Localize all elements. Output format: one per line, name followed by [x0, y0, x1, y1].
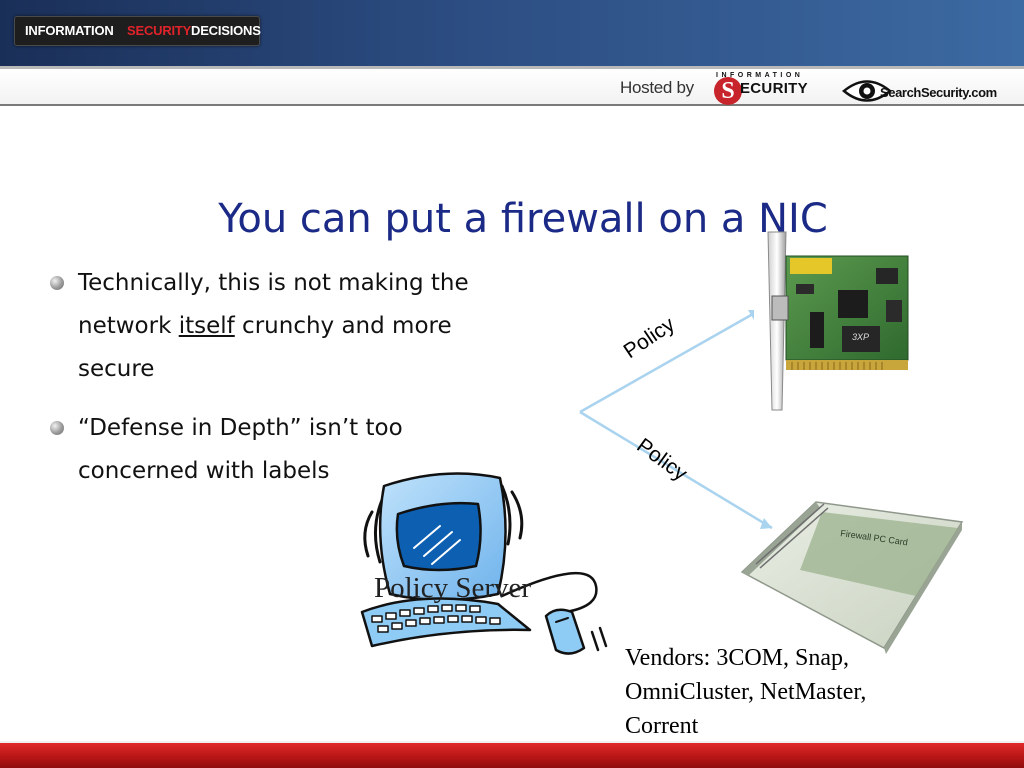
bullet-text: “Defense in Depth” isn’t too concerned w… [78, 415, 403, 484]
bullet-dot-icon [50, 421, 64, 435]
policy-label-pccard: Policy [632, 434, 692, 486]
emphasis-itself: itself [178, 313, 235, 339]
infosec-logo-word: ECURITY [740, 80, 808, 97]
header-band: INFORMATION SECURITY DECISIONS [0, 0, 1024, 66]
searchsecurity-wordmark: SearchSecurity.com [880, 85, 997, 100]
sponsor-bar: Hosted by INFORMATION S ECURITY SearchSe… [0, 66, 1024, 106]
bullet-dot-icon [50, 276, 64, 290]
slide-title: You can put a firewall on a NIC [218, 196, 828, 242]
bullet-item: “Defense in Depth” isn’t too concerned w… [46, 407, 526, 493]
eye-icon [842, 80, 892, 102]
infosec-logo-s-mark: S [714, 77, 742, 105]
pc-card-image: Firewall PC Card [740, 501, 964, 654]
arrowhead-icon [760, 518, 772, 529]
logo-word-security: SECURITY [127, 23, 192, 38]
footer-band [0, 741, 1024, 768]
logo-word-decisions: DECISIONS [191, 23, 261, 38]
bullet-text: Technically, this is not making the netw… [78, 270, 469, 382]
pc-card-label: Firewall PC Card [840, 528, 909, 547]
information-security-decisions-logo: INFORMATION SECURITY DECISIONS [14, 16, 261, 46]
policy-server-label: Policy Server [374, 572, 532, 604]
bullet-list: Technically, this is not making the netw… [46, 262, 526, 509]
hosted-by-label: Hosted by [620, 78, 694, 97]
policy-label-nic: Policy [619, 312, 679, 364]
infosec-logo-tagline: INFORMATION [716, 72, 804, 79]
logo-word-information: INFORMATION [25, 23, 114, 38]
searchsecurity-logo: SearchSecurity.com [842, 76, 1018, 106]
information-security-magazine-logo: INFORMATION S ECURITY [714, 72, 824, 106]
arrowhead-icon [748, 310, 760, 320]
vendors-text: Vendors: 3COM, Snap, OmniCluster, NetMas… [625, 645, 867, 739]
svg-text:3XP: 3XP [852, 332, 869, 342]
bullet-item: Technically, this is not making the netw… [46, 262, 526, 391]
policy-arrows [579, 308, 773, 530]
nic-card-image: 3XP [754, 231, 909, 412]
